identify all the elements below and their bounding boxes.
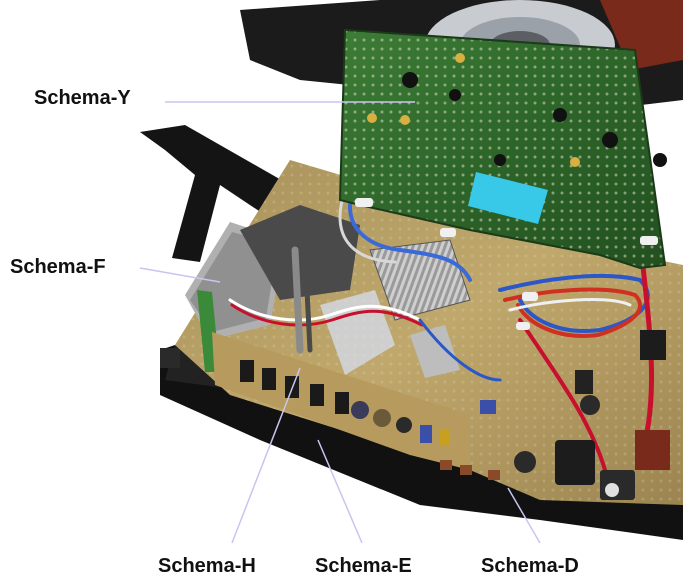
leader-lines [139,101,541,544]
schema-f-label: Schema-F [10,256,106,278]
schema-e-label: Schema-E [315,555,412,577]
schema-f-board [185,205,360,372]
mainboard-components [440,330,670,500]
leader-line-schema-h [231,367,301,544]
schema-y-board [338,28,667,270]
cable-ties [355,198,658,330]
front-io-board [212,332,470,470]
sticker-label [468,172,548,224]
schema-d-label: Schema-D [481,555,579,577]
leader-line-schema-f [139,267,221,283]
schema-y-label: Schema-Y [34,87,131,109]
schema-h-label: Schema-H [158,555,256,577]
leader-line-schema-d [507,487,541,544]
leader-line-schema-e [317,439,363,544]
